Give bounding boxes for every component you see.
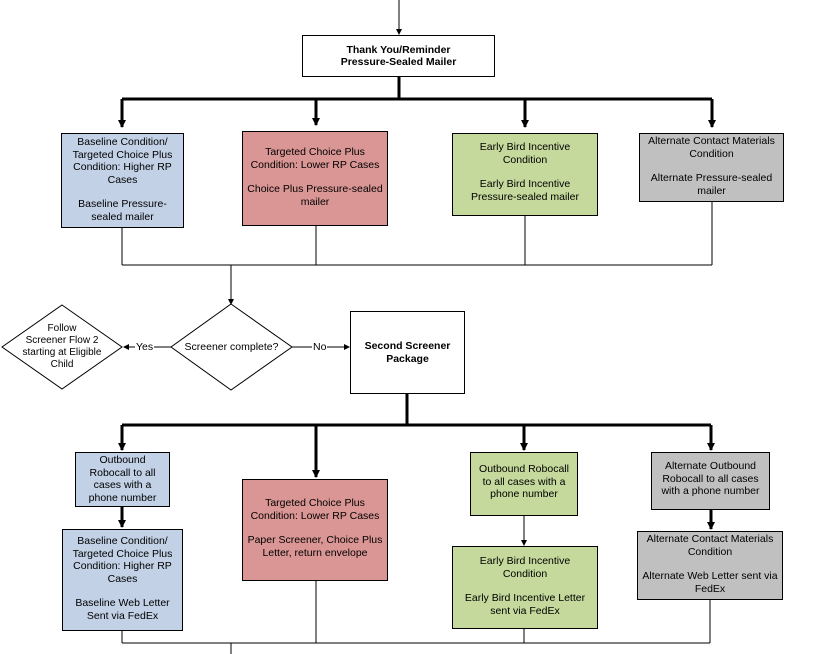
box-text: Second Screener	[364, 340, 451, 352]
box-text: Targeted Choice Plus	[72, 148, 173, 161]
earlybird-incentive-box: Early Bird Incentive Condition Early Bir…	[452, 133, 598, 216]
earlybird-letter-box: Early Bird Incentive Condition Early Bir…	[452, 546, 598, 629]
mailer-title-line1: Thank You/Reminder	[346, 43, 451, 56]
box-text: Alternate Pressure-sealed	[650, 172, 773, 184]
box-text: Cases	[107, 572, 138, 585]
box-text: Alternate Contact Materials	[648, 135, 775, 147]
follow-line: Screener Flow 2	[25, 335, 99, 346]
box-text: Outbound	[99, 454, 146, 466]
box-text: Baseline Condition/	[77, 535, 168, 547]
box-text: Condition	[502, 153, 548, 166]
box-text: phone number	[88, 491, 157, 504]
box-text: Alternate Web Letter sent via	[642, 570, 778, 582]
baseline-pressure-sealed-box: Baseline Condition/ Targeted Choice Plus…	[61, 133, 184, 228]
mailer-title-line2: Pressure-Sealed Mailer	[340, 56, 457, 68]
follow-diamond	[1, 304, 123, 390]
box-text: mailer	[697, 184, 726, 197]
box-text: Targeted Choice Plus	[72, 547, 173, 560]
box-text: Baseline Web Letter	[75, 597, 170, 609]
box-text: Early Bird Incentive	[479, 555, 571, 567]
box-text: Early Bird Incentive Letter	[464, 592, 586, 604]
box-text: Cases	[107, 173, 138, 186]
box-text: Early Bird Incentive	[479, 178, 571, 190]
follow-text: Follow Screener Flow 2 starting at Eligi…	[6, 323, 118, 371]
box-text: Condition: Higher RP	[73, 560, 172, 572]
follow-line: starting at Eligible	[22, 347, 102, 358]
box-text: sent via FedEx	[490, 604, 560, 617]
follow-line: Follow	[47, 323, 77, 334]
box-text: Alternate Contact Materials	[646, 533, 774, 545]
box-text: sealed mailer	[91, 210, 154, 223]
thank-you-mailer-box: Thank You/Reminder Pressure-Sealed Maile…	[302, 35, 495, 77]
box-text: Letter, return envelope	[262, 546, 368, 559]
alternate-web-letter-box: Alternate Contact Materials Condition Al…	[637, 531, 783, 600]
box-text: Targeted Choice Plus	[265, 497, 365, 509]
box-text: Pressure-sealed mailer	[471, 190, 579, 203]
no-label: No	[312, 341, 328, 353]
robocall-baseline-box: Outbound Robocall to all cases with a ph…	[75, 452, 170, 507]
baseline-web-letter-box: Baseline Condition/ Targeted Choice Plus…	[62, 529, 183, 631]
robocall-earlybird-box: Outbound Robocall to all cases with a ph…	[470, 452, 578, 516]
box-text: Robocall to all cases	[662, 472, 759, 485]
box-text: Condition: Lower RP Cases	[250, 158, 380, 171]
robocall-alternate-box: Alternate Outbound Robocall to all cases…	[651, 452, 770, 510]
box-text: Alternate Outbound	[664, 460, 757, 472]
box-text: Targeted Choice Plus	[265, 146, 365, 158]
targeted-choice-plus-box: Targeted Choice Plus Condition: Lower RP…	[242, 131, 388, 226]
box-text: Sent via FedEx	[86, 609, 159, 622]
second-screener-box: Second Screener Package	[350, 311, 465, 394]
box-text: mailer	[300, 195, 330, 208]
box-text: Paper Screener, Choice Plus	[247, 534, 383, 546]
box-text: Baseline Pressure-	[78, 198, 167, 210]
box-text: Choice Plus Pressure-sealed	[247, 183, 383, 195]
follow-line: Child	[50, 359, 74, 370]
box-text: Early Bird Incentive	[479, 141, 571, 153]
yes-label: Yes	[135, 341, 155, 353]
targeted-paper-screener-box: Targeted Choice Plus Condition: Lower RP…	[242, 479, 388, 581]
box-text: Package	[386, 352, 429, 365]
box-text: Condition	[502, 567, 548, 580]
box-text: with a phone number	[661, 485, 760, 497]
box-text: Baseline Condition/	[77, 136, 168, 148]
box-text: Condition: Higher RP	[73, 161, 172, 173]
alternate-contact-box: Alternate Contact Materials Condition Al…	[639, 133, 784, 202]
box-text: Condition: Lower RP Cases	[250, 509, 380, 522]
box-text: Condition	[687, 545, 733, 558]
box-text: Robocall to all	[89, 466, 156, 479]
decision-label: Screener complete?	[184, 341, 279, 353]
box-text: Condition	[689, 147, 734, 160]
box-text: FedEx	[694, 582, 726, 595]
decision-diamond	[170, 303, 293, 391]
box-text: phone number	[490, 488, 558, 500]
box-text: Outbound Robocall	[479, 463, 569, 475]
box-text: cases with a	[93, 479, 152, 491]
box-text: to all cases with a	[482, 475, 566, 488]
